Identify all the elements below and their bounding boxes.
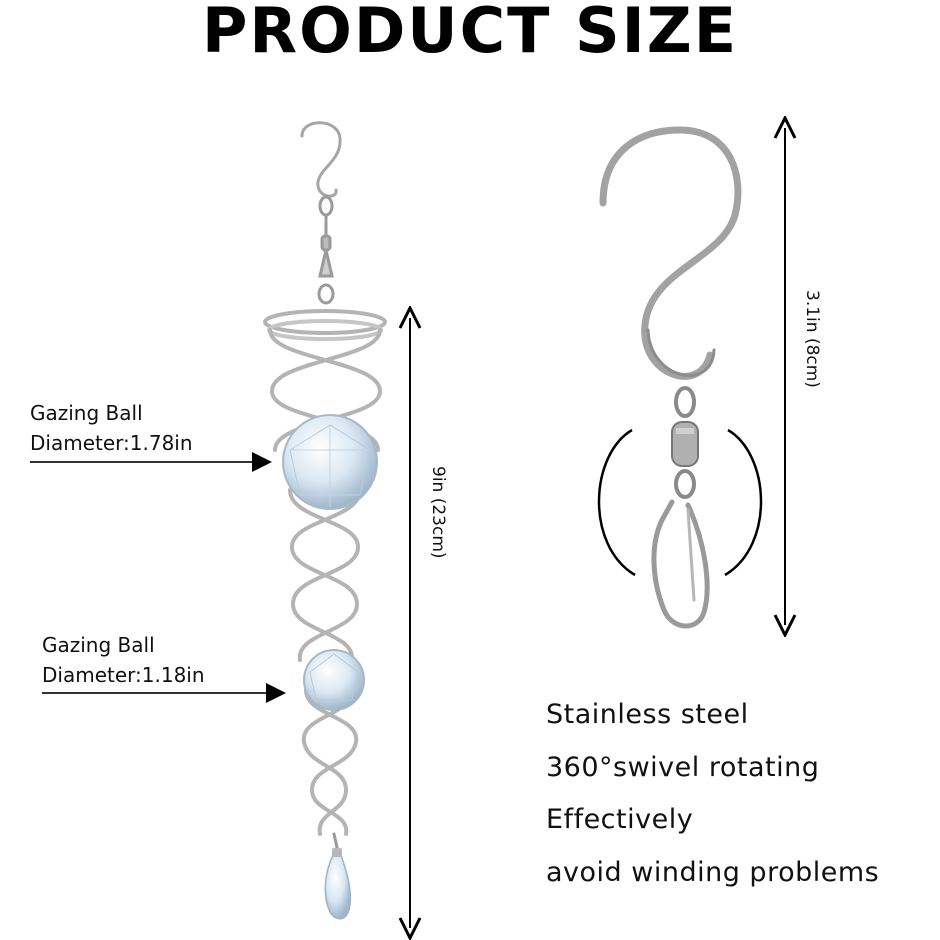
large-s-hook-icon <box>599 126 742 380</box>
swivel-icon <box>317 195 335 305</box>
s-hook-icon <box>300 121 342 198</box>
gazing-ball-large-title: Gazing Ball <box>30 401 143 425</box>
crystal-drop-icon <box>324 848 352 920</box>
feature-effectively: Effectively <box>546 804 694 835</box>
gazing-ball-small-diameter: Diameter:1.18in <box>42 663 205 687</box>
hook-length-label: 3.1in (8cm) <box>802 290 822 388</box>
gazing-ball-large-diameter: Diameter:1.78in <box>30 431 193 455</box>
large-swivel-icon <box>671 386 699 499</box>
crystal-ball-large-icon <box>282 414 378 510</box>
crystal-ball-small-icon <box>303 649 365 711</box>
feature-stainless-steel: Stainless steel <box>546 699 749 730</box>
snap-clip-icon <box>651 499 710 629</box>
spiral-spinner-icon <box>263 309 387 854</box>
spinner-length-label: 9in (23cm) <box>428 466 448 559</box>
feature-avoid-winding: avoid winding problems <box>546 857 880 888</box>
page-title: PRODUCT SIZE <box>201 0 739 67</box>
rotation-arc-icon <box>597 428 763 577</box>
gazing-ball-large-label: Gazing Ball Diameter:1.78in <box>30 398 193 458</box>
gazing-ball-small-label: Gazing Ball Diameter:1.18in <box>42 630 205 690</box>
gazing-ball-small-title: Gazing Ball <box>42 633 155 657</box>
feature-swivel-rotating: 360°swivel rotating <box>546 752 820 783</box>
